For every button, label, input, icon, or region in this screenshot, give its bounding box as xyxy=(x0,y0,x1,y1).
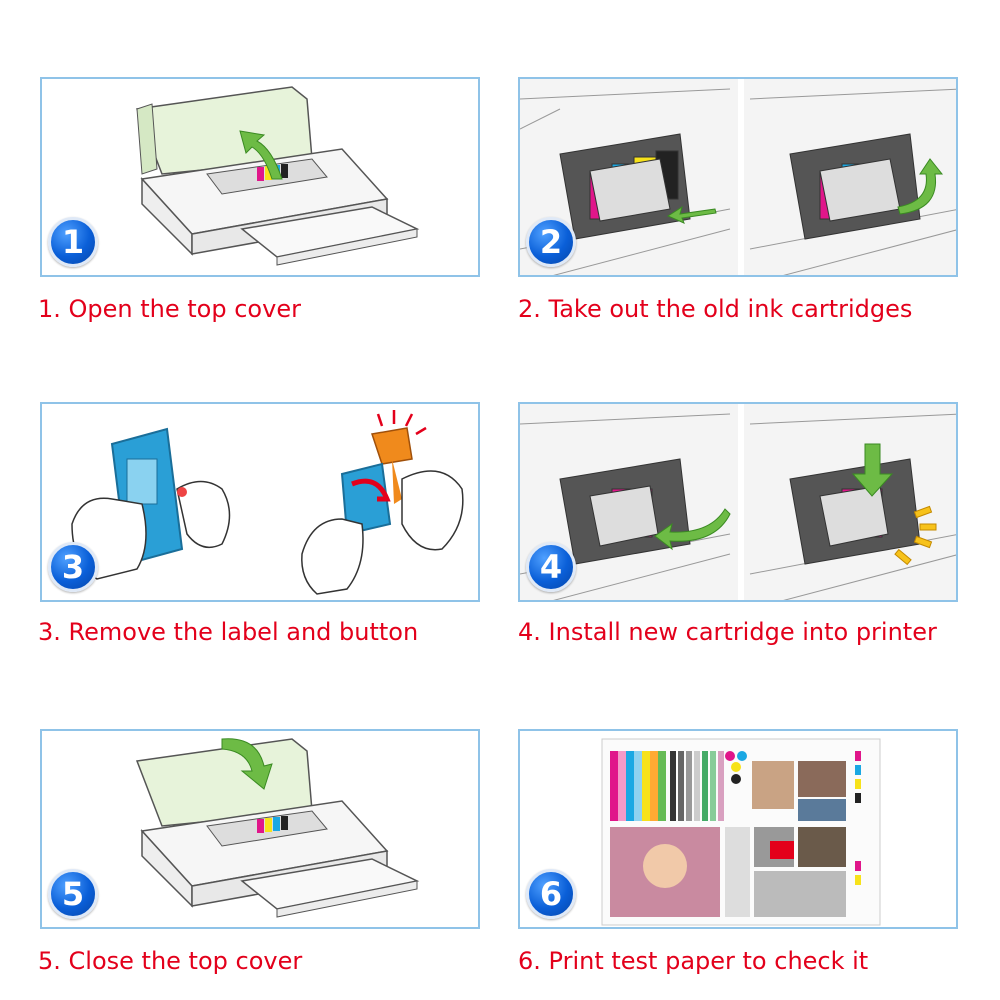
step-1-badge: 1 xyxy=(48,217,98,267)
step-3-badge: 3 xyxy=(48,542,98,592)
step-6-caption: 6. Print test paper to check it xyxy=(518,947,869,975)
step-5-caption: 5. Close the top cover xyxy=(38,947,303,975)
step-1-panel: 1 xyxy=(40,77,480,277)
cartridge-install-illustration xyxy=(520,404,956,600)
step-3-caption: 3. Remove the label and button xyxy=(38,618,419,646)
step-2-caption: 2. Take out the old ink cartridges xyxy=(518,295,913,323)
step-3-panel: 3 xyxy=(40,402,480,602)
green-arrow-icon xyxy=(851,443,894,497)
step-4-badge: 4 xyxy=(526,542,576,592)
step-2-badge: 2 xyxy=(526,217,576,267)
cartridge-removal-illustration xyxy=(520,79,956,275)
green-arrow-icon xyxy=(221,738,273,790)
step-5-badge: 5 xyxy=(48,869,98,919)
step-6-panel: 6 xyxy=(518,729,958,929)
step-4-panel: 4 xyxy=(518,402,958,602)
step-1-caption: 1. Open the top cover xyxy=(38,295,301,323)
green-arrow-icon xyxy=(897,158,944,215)
test-page-illustration xyxy=(601,738,881,926)
printer-open-illustration xyxy=(135,86,420,266)
step-6-badge: 6 xyxy=(526,869,576,919)
printer-close-illustration xyxy=(135,738,420,918)
step-4-caption: 4. Install new cartridge into printer xyxy=(518,618,937,646)
green-arrow-icon xyxy=(239,130,283,180)
step-2-panel: 2 xyxy=(518,77,958,277)
step-5-panel: 5 xyxy=(40,729,480,929)
hands-cartridge-illustration xyxy=(71,410,464,595)
